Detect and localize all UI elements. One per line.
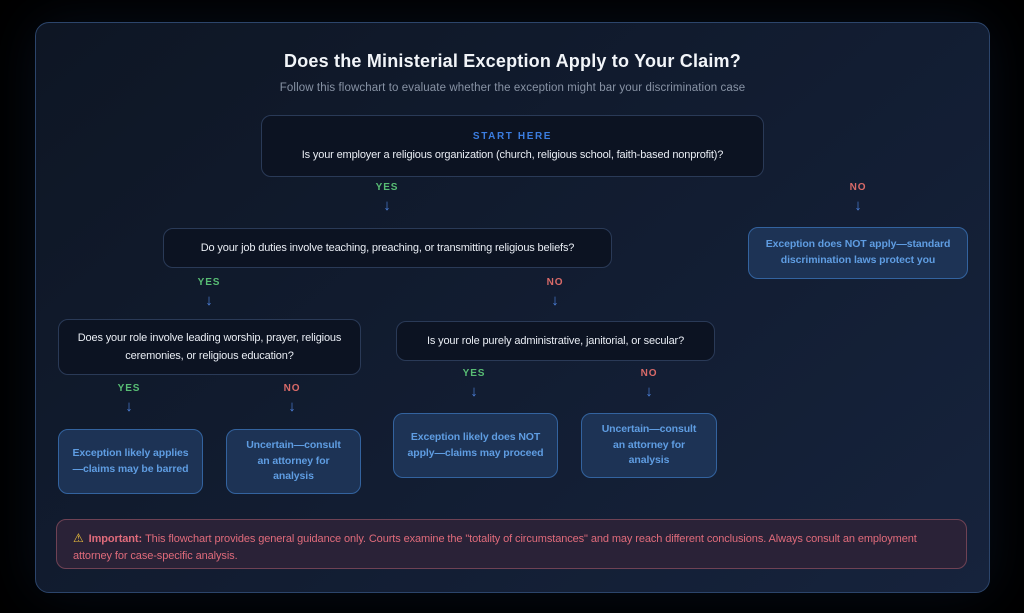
page-title: Does the Ministerial Exception Apply to … xyxy=(284,51,741,71)
disclaimer-important-label: Important: xyxy=(88,533,143,545)
down-arrow-icon: ↓ xyxy=(288,398,296,415)
no-label-1: NO xyxy=(849,182,867,193)
yes-label-3-right: YES xyxy=(462,368,486,379)
flowchart-panel: Does the Ministerial Exception Apply to … xyxy=(35,22,990,593)
no-label-2: NO xyxy=(546,277,564,288)
question-worship-node: Does your role involve leading worship, … xyxy=(58,319,361,375)
outcome-uncertain-left-text: Uncertain—consult an attorney for analys… xyxy=(246,438,341,483)
no-label-3-left: NO xyxy=(283,383,301,394)
outcome-likely-not-apply-text: Exception likely does NOT apply—claims m… xyxy=(407,430,544,459)
disclaimer-text: This flowchart provides general guidance… xyxy=(73,533,917,562)
outcome-uncertain-left-node: Uncertain—consult an attorney for analys… xyxy=(226,429,361,494)
outcome-likely-applies-node: Exception likely applies—claims may be b… xyxy=(58,429,203,494)
start-node: START HERE Is your employer a religious … xyxy=(261,115,764,177)
page-subtitle: Follow this flowchart to evaluate whethe… xyxy=(279,82,746,94)
question-duties-node: Do your job duties involve teaching, pre… xyxy=(163,228,612,268)
start-here-label: START HERE xyxy=(472,131,553,142)
no-label-3-right: NO xyxy=(640,368,658,379)
outcome-uncertain-right-text: Uncertain—consult an attorney for analys… xyxy=(601,422,697,467)
down-arrow-icon: ↓ xyxy=(205,292,213,309)
question-duties-text: Do your job duties involve teaching, pre… xyxy=(200,242,575,254)
down-arrow-icon: ↓ xyxy=(551,292,559,309)
down-arrow-icon: ↓ xyxy=(125,398,133,415)
outcome-likely-applies-text: Exception likely applies—claims may be b… xyxy=(72,446,189,475)
down-arrow-icon: ↓ xyxy=(645,383,653,400)
warning-icon: ⚠ xyxy=(73,531,84,545)
question-worship-text: Does your role involve leading worship, … xyxy=(77,331,342,362)
yes-label-2: YES xyxy=(197,277,221,288)
down-arrow-icon: ↓ xyxy=(470,383,478,400)
yes-label-1: YES xyxy=(375,182,399,193)
question-admin-node: Is your role purely administrative, jani… xyxy=(396,321,715,361)
disclaimer-banner: ⚠ Important:This flowchart provides gener… xyxy=(56,519,967,569)
outcome-likely-not-apply-node: Exception likely does NOT apply—claims m… xyxy=(393,413,558,478)
outcome-uncertain-right-node: Uncertain—consult an attorney for analys… xyxy=(581,413,717,478)
question-admin-text: Is your role purely administrative, jani… xyxy=(426,335,685,347)
outcome-standard-laws-node: Exception does NOT apply—standard discri… xyxy=(748,227,968,279)
yes-label-3-left: YES xyxy=(117,383,141,394)
start-question: Is your employer a religious organizatio… xyxy=(301,149,724,161)
outcome-standard-laws-text: Exception does NOT apply—standard discri… xyxy=(765,238,951,266)
down-arrow-icon: ↓ xyxy=(383,197,391,214)
down-arrow-icon: ↓ xyxy=(854,197,862,214)
